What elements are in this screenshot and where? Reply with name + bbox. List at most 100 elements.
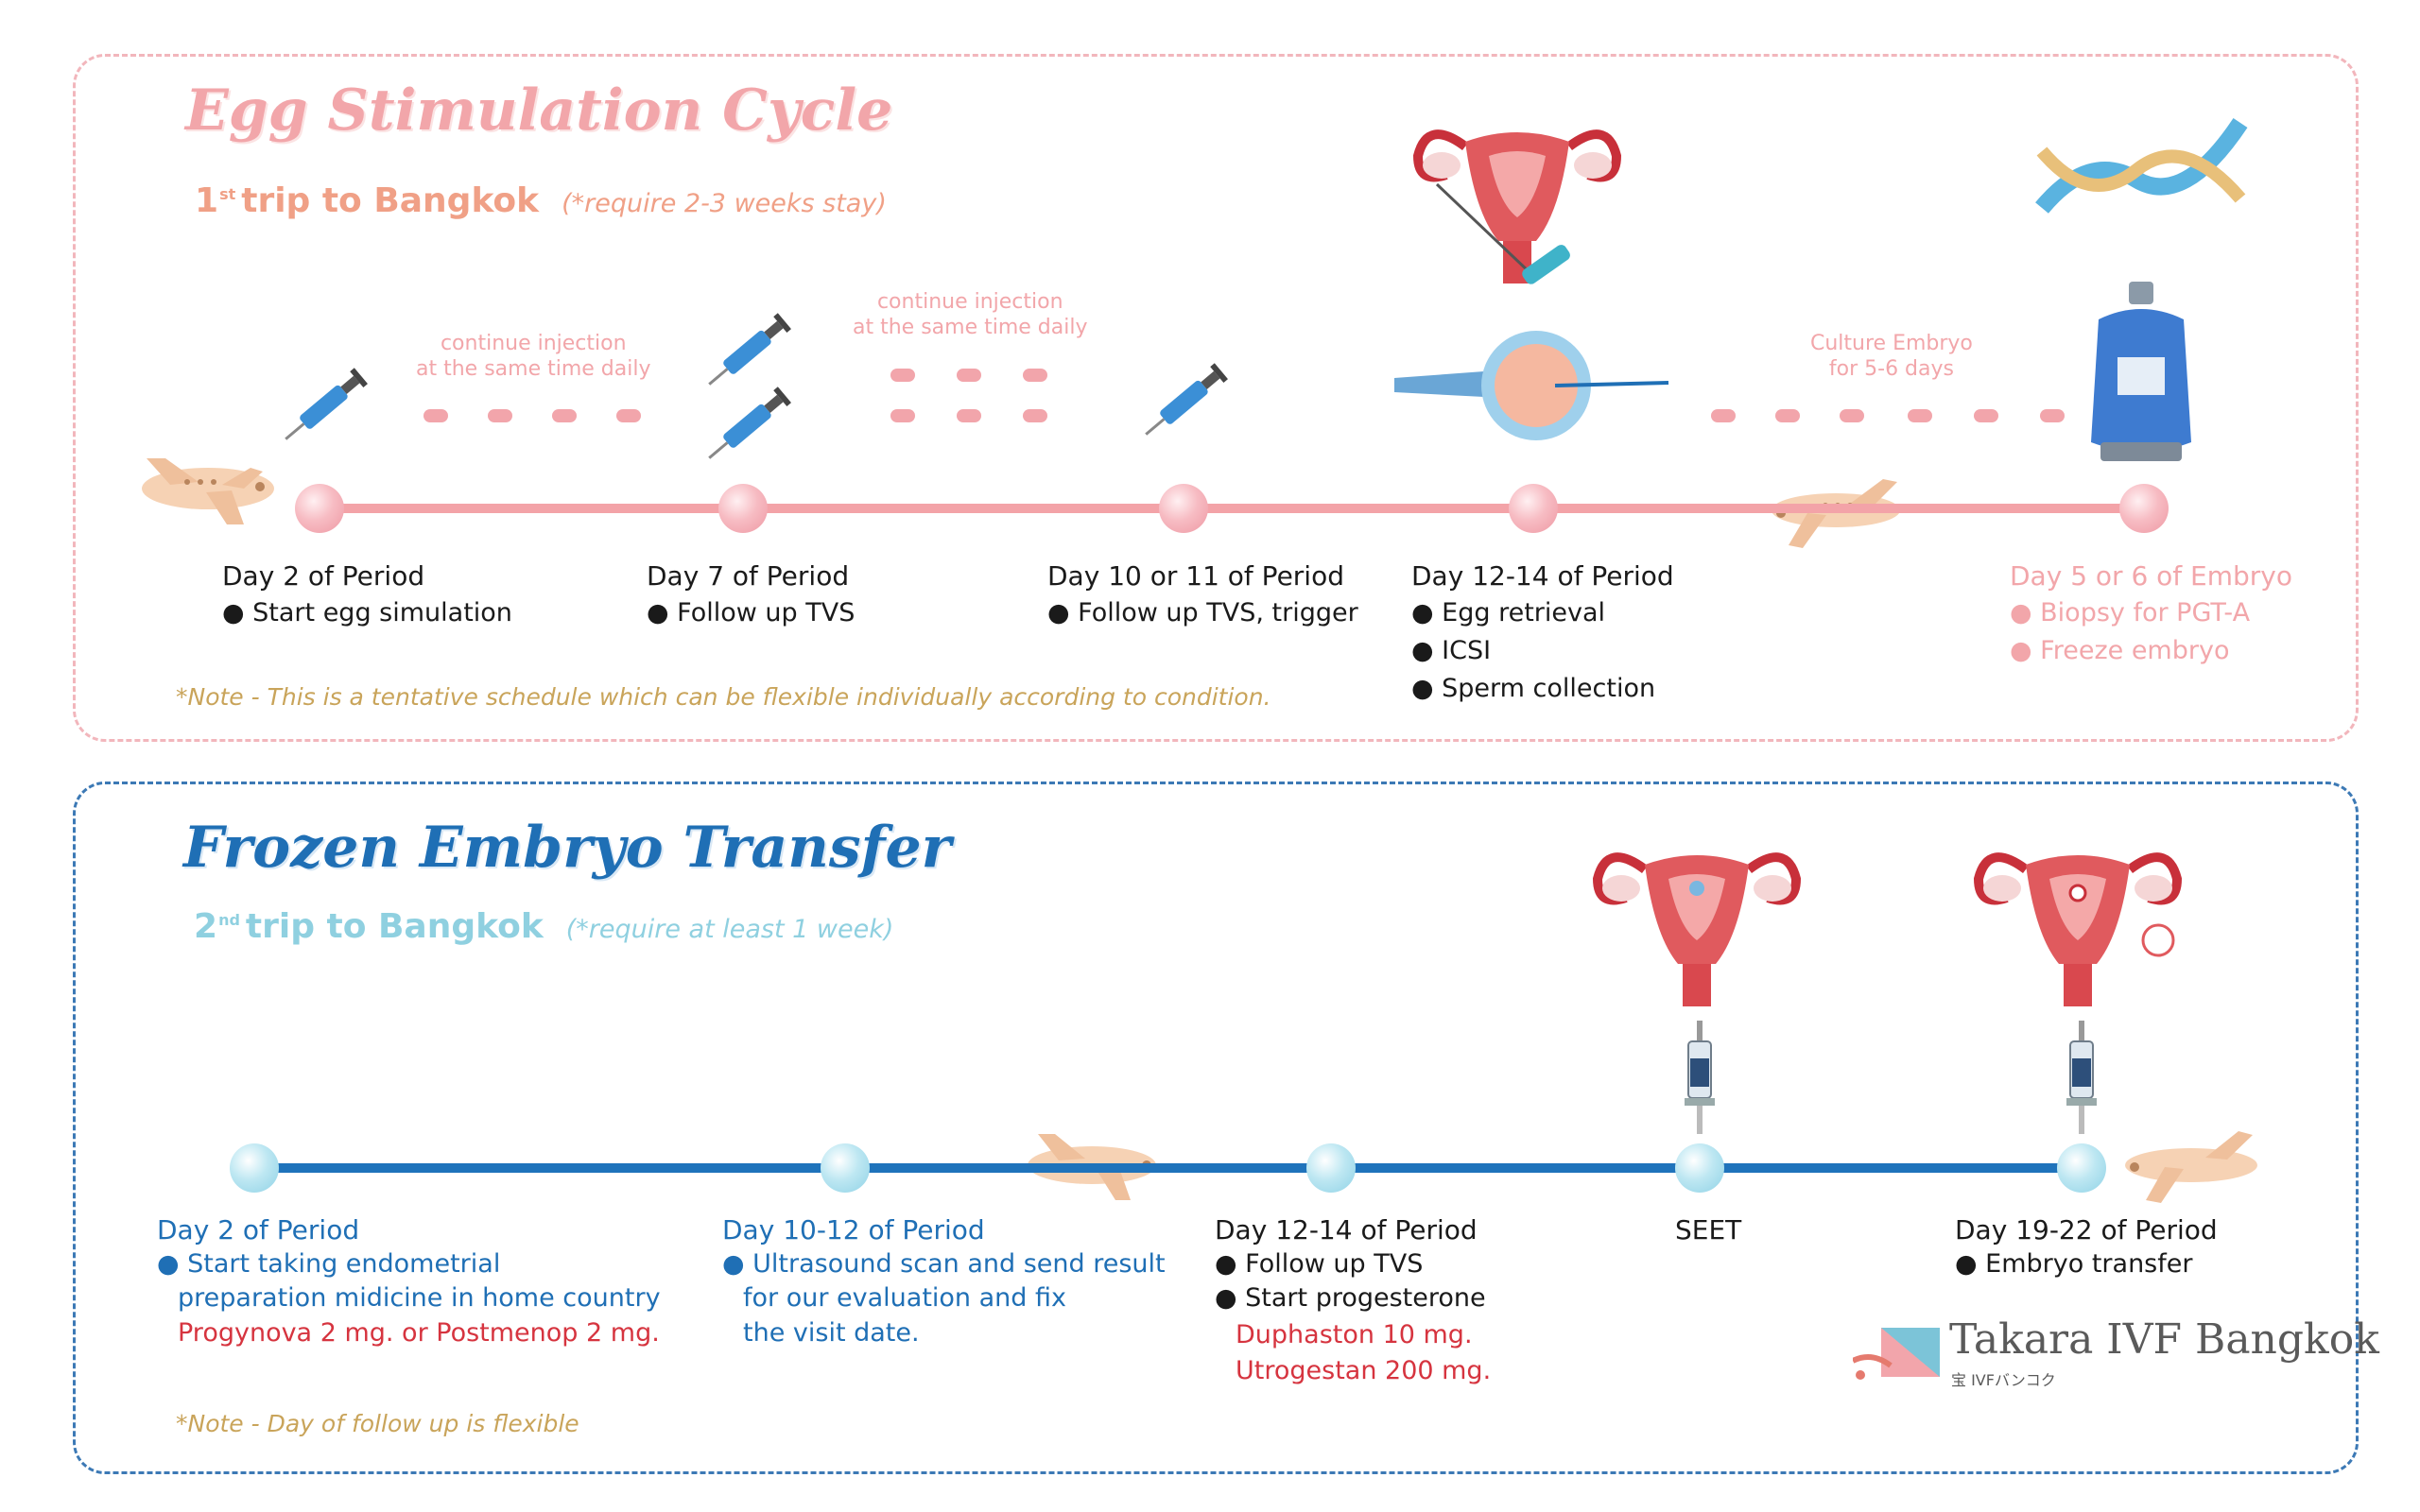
fet-stage-title-day19: Day 19-22 of Period bbox=[1955, 1214, 2218, 1246]
fet-title: Frozen Embryo Transfer bbox=[183, 815, 952, 881]
stage-bullet: ● Sperm collection bbox=[1411, 674, 1656, 703]
uterus-seet-icon bbox=[1592, 852, 1802, 1006]
takara-logo-icon bbox=[1853, 1328, 1940, 1380]
syringe-icon-3 bbox=[1145, 363, 1228, 436]
dash bbox=[552, 409, 577, 422]
frozen-embryo-transfer-panel bbox=[73, 782, 2359, 1474]
fet-stage-title-day12: Day 12-14 of Period bbox=[1215, 1214, 1478, 1246]
dash bbox=[1711, 409, 1736, 422]
stage-bullet: ● Embryo transfer bbox=[1955, 1249, 2193, 1279]
dash bbox=[957, 409, 981, 422]
dash bbox=[1974, 409, 1998, 422]
stage-bullet: ● Start taking endometrial bbox=[157, 1249, 501, 1279]
syringe-icon-1 bbox=[708, 313, 791, 386]
transfer-syringe-icon-2 bbox=[2066, 1021, 2097, 1134]
timeline-node-embryo bbox=[2119, 484, 2169, 533]
stage-title-day2: Day 2 of Period bbox=[222, 560, 425, 592]
dash bbox=[488, 409, 512, 422]
stage-title-day7: Day 7 of Period bbox=[647, 560, 850, 592]
first-trip-heading: 1st trip to Bangkok (*require 2-3 weeks st… bbox=[195, 181, 887, 220]
stage-bullet: ● Follow up TVS, trigger bbox=[1047, 598, 1358, 627]
bullet-text: Start progesterone bbox=[1245, 1283, 1486, 1313]
fet-timeline bbox=[251, 1163, 2089, 1173]
bullet-text: Follow up TVS bbox=[1245, 1249, 1424, 1279]
dash bbox=[1023, 409, 1047, 422]
hint-line: continue injection bbox=[440, 332, 627, 355]
dash bbox=[1023, 369, 1047, 382]
medicine-text: Duphaston 10 mg. bbox=[1236, 1320, 1473, 1349]
stage-bullet: ● Ultrasound scan and send result bbox=[722, 1249, 1166, 1279]
stage-bullet: ● Egg retrieval bbox=[1411, 598, 1606, 627]
dash bbox=[424, 409, 448, 422]
airplane-icon-fet bbox=[1028, 1134, 1156, 1200]
airplane-icon bbox=[142, 458, 274, 524]
bullet-text: Follow up TVS bbox=[677, 598, 856, 627]
bullet-text: Ultrasound scan and send result bbox=[752, 1249, 1166, 1279]
trip-requirement: (*require 2-3 weeks stay) bbox=[562, 189, 887, 218]
bullet-text: Start taking endometrial bbox=[187, 1249, 501, 1279]
syringe-icon bbox=[285, 368, 368, 440]
stage-bullet: ● Start progesterone bbox=[1215, 1283, 1486, 1313]
bullet-text: Egg retrieval bbox=[1442, 598, 1606, 627]
dash bbox=[1908, 409, 1932, 422]
fet-note: *Note - Day of follow up is flexible bbox=[176, 1410, 579, 1437]
bullet-text: Sperm collection bbox=[1442, 674, 1656, 703]
timeline-node-day10 bbox=[1159, 484, 1208, 533]
dash bbox=[616, 409, 641, 422]
hint-line: at the same time daily bbox=[416, 357, 651, 381]
bullet-text: Start egg simulation bbox=[252, 598, 512, 627]
bullet-text: ICSI bbox=[1442, 636, 1492, 665]
stage-title-day10: Day 10 or 11 of Period bbox=[1047, 560, 1344, 592]
bullet-text: Follow up TVS, trigger bbox=[1078, 598, 1358, 627]
trip-ordinal: st bbox=[219, 185, 236, 203]
medicine-text: Utrogestan 200 mg. bbox=[1236, 1356, 1492, 1385]
airplane-icon-fet-return bbox=[2125, 1131, 2257, 1203]
bullet-text: Biopsy for PGT-A bbox=[2040, 598, 2251, 627]
trip-ordinal: nd bbox=[218, 911, 240, 929]
trip-number: 1 bbox=[195, 181, 219, 220]
bullet-text: Freeze embryo bbox=[2040, 636, 2230, 665]
egg-cycle-note: *Note - This is a tentative schedule whi… bbox=[176, 683, 1271, 711]
syringe-icon-2 bbox=[708, 387, 791, 459]
dash bbox=[2040, 409, 2065, 422]
dna-icon bbox=[2035, 118, 2248, 214]
stage-bullet: ● Freeze embryo bbox=[2010, 636, 2230, 665]
timeline-node-day7 bbox=[718, 484, 768, 533]
stage-bullet: ● Biopsy for PGT-A bbox=[2010, 598, 2251, 627]
hint-line: at the same time daily bbox=[853, 316, 1088, 339]
trip-text: trip to Bangkok bbox=[241, 181, 540, 220]
uterus-retrieval-icon bbox=[1412, 129, 1622, 284]
fet-stage-title-seet: SEET bbox=[1675, 1214, 1742, 1246]
bullet-text-cont: for our evaluation and fix bbox=[743, 1283, 1066, 1313]
bullet-text-cont: preparation midicine in home country bbox=[178, 1283, 661, 1313]
timeline-node-day19 bbox=[2057, 1143, 2106, 1193]
dash bbox=[890, 409, 915, 422]
logo-subtitle: 宝 IVFバンコク bbox=[1951, 1371, 2056, 1389]
uterus-transfer-icon bbox=[1973, 852, 2183, 1006]
trip-number: 2 bbox=[194, 907, 218, 946]
hint-line: Culture Embryo bbox=[1810, 332, 1973, 355]
bullet-text-cont: the visit date. bbox=[743, 1318, 920, 1348]
timeline-node-seet bbox=[1675, 1143, 1724, 1193]
stage-bullet: ● Start egg simulation bbox=[222, 598, 512, 627]
cryo-tank-icon bbox=[2091, 282, 2191, 461]
bullet-text: Embryo transfer bbox=[1985, 1249, 2193, 1279]
hint-line: continue injection bbox=[876, 290, 1063, 314]
icsi-egg-icon bbox=[1394, 331, 1669, 440]
hint-line: for 5-6 days bbox=[1828, 357, 1954, 381]
stage-title-embryo: Day 5 or 6 of Embryo bbox=[2010, 560, 2293, 592]
egg-cycle-title: Egg Stimulation Cycle bbox=[185, 77, 893, 144]
stage-bullet: ● Follow up TVS bbox=[647, 598, 856, 627]
timeline-node-day12 bbox=[1509, 484, 1558, 533]
transfer-syringe-icon bbox=[1685, 1021, 1715, 1134]
stage-bullet: ● ICSI bbox=[1411, 636, 1492, 665]
timeline-node-day2 bbox=[295, 484, 344, 533]
dash bbox=[957, 369, 981, 382]
medicine-text: Progynova 2 mg. or Postmenop 2 mg. bbox=[178, 1318, 660, 1348]
stage-bullet: ● Follow up TVS bbox=[1215, 1249, 1424, 1279]
egg-stimulation-panel bbox=[73, 54, 2359, 742]
logo-name: Takara IVF Bangkok bbox=[1949, 1315, 2379, 1364]
